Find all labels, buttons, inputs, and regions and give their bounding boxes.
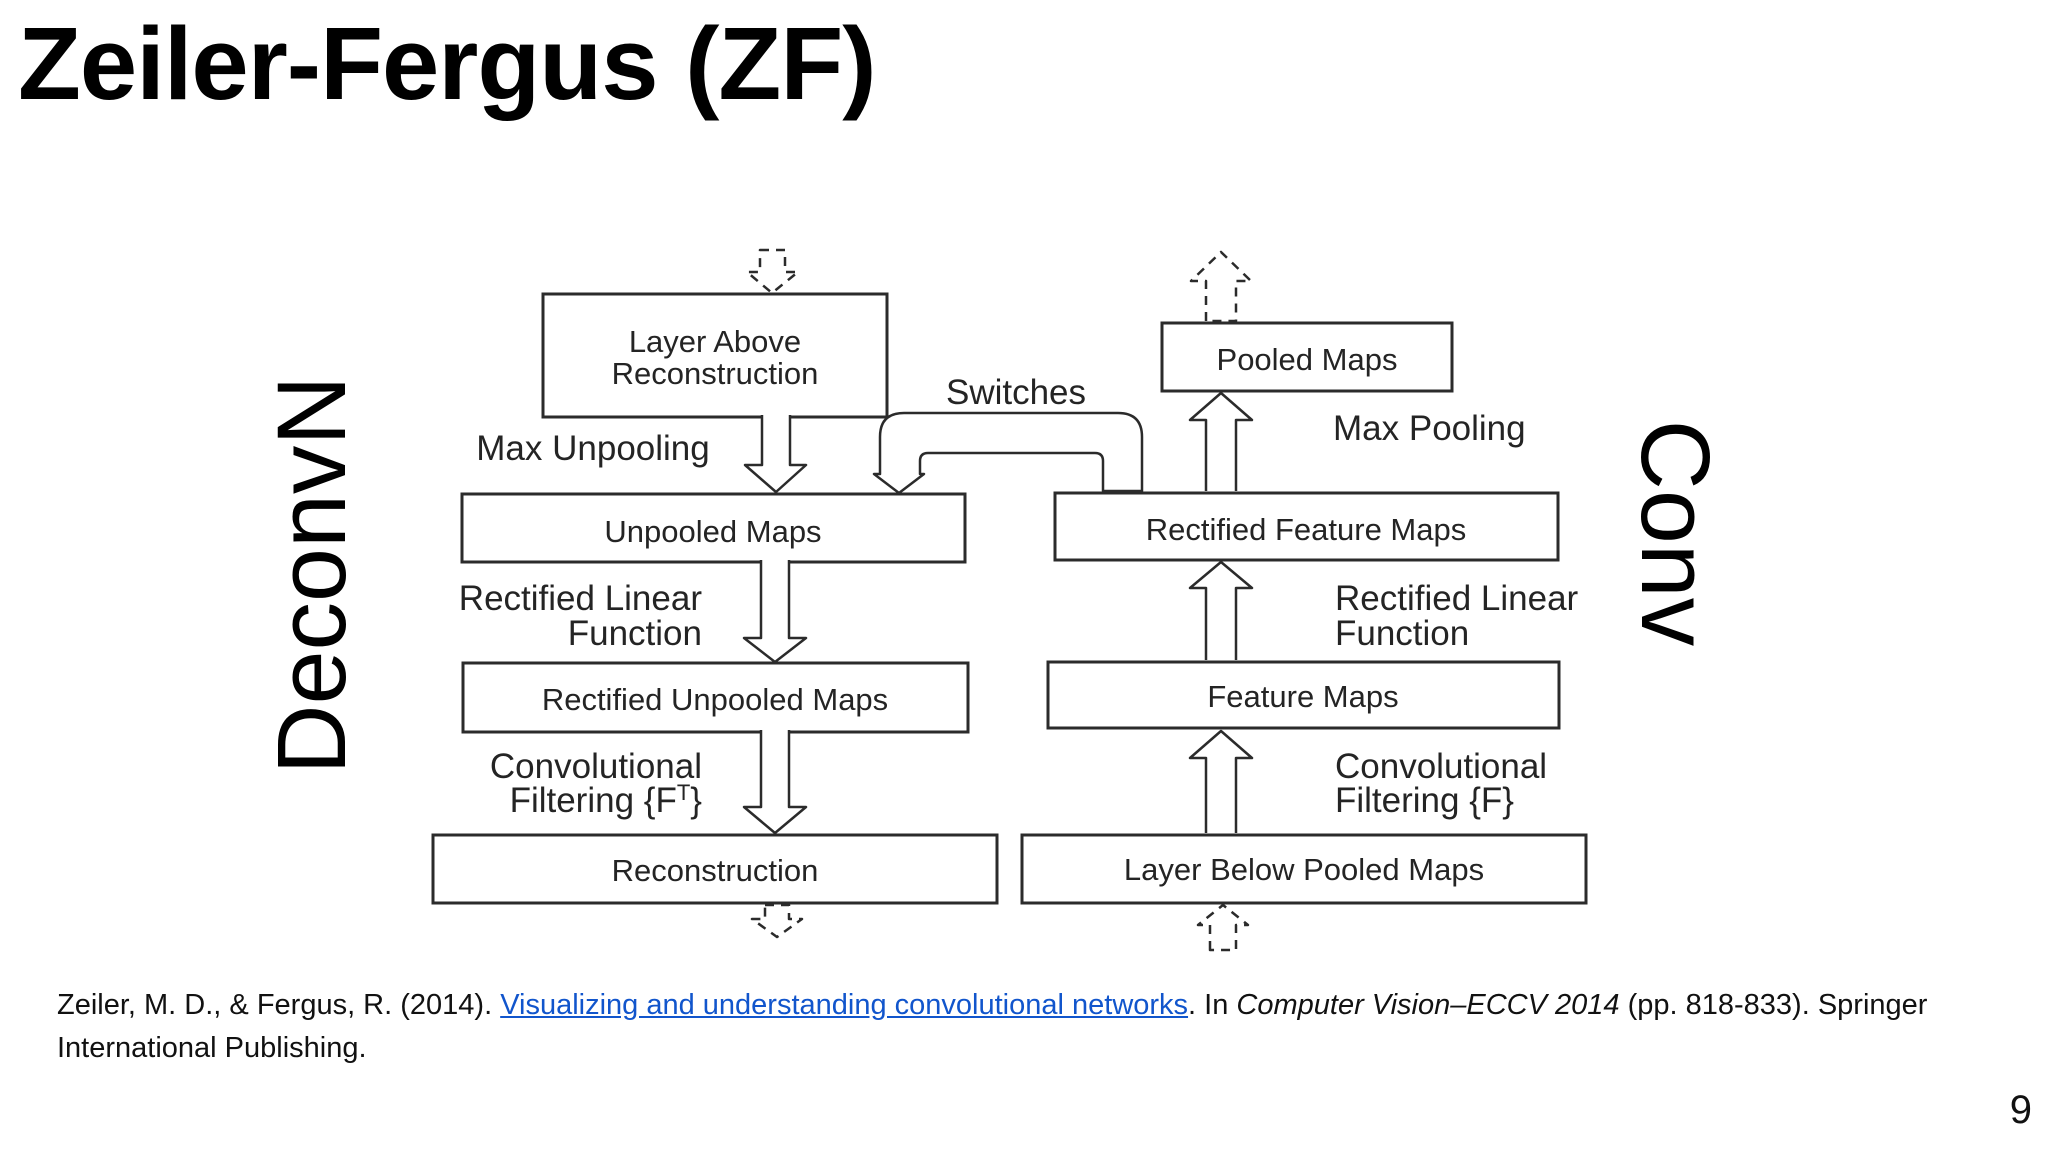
dashed-up-arrow-icon: [1189, 250, 1253, 323]
label-switches: Switches: [946, 373, 1086, 412]
deconvnet-track-label: DeconvN: [257, 376, 366, 775]
label-layer-above-line2: Reconstruction: [612, 356, 819, 391]
label-relu-right-line1: Rectified Linear: [1335, 579, 1579, 618]
citation: Zeiler, M. D., & Fergus, R. (2014). Visu…: [57, 984, 1929, 1070]
citation-authors: Zeiler, M. D., & Fergus, R. (2014).: [57, 989, 501, 1021]
box-reconstruction: [431, 833, 999, 905]
label-unpooled-maps: Unpooled Maps: [604, 514, 821, 549]
down-arrow-icon: [742, 730, 808, 835]
switches-connector: [872, 411, 1144, 495]
box-feature-maps: [1046, 660, 1561, 730]
label-max-pooling: Max Pooling: [1333, 409, 1526, 448]
label-feature-maps: Feature Maps: [1207, 679, 1398, 714]
label-relu-right-line2: Function: [1335, 614, 1469, 653]
filtering-ft-superscript: T: [677, 780, 690, 805]
filtering-ft-post: }: [690, 781, 702, 820]
citation-paper-link[interactable]: Visualizing and understanding convolutio…: [500, 989, 1189, 1021]
box-pooled-maps: [1160, 321, 1454, 393]
label-relu-left-line2: Function: [568, 614, 702, 653]
slide-title: Zeiler-Fergus (ZF): [18, 6, 877, 121]
down-arrow-icon: [743, 415, 808, 494]
label-max-unpooling: Max Unpooling: [476, 429, 709, 468]
label-conv-filtering-right-line2: Filtering {F}: [1335, 781, 1514, 820]
dashed-down-arrow-icon: [745, 248, 800, 295]
citation-venue: Computer Vision–ECCV 2014: [1236, 989, 1620, 1021]
box-layer-below-pooled-maps: [1020, 833, 1588, 905]
citation-publisher: (pp. 818-833). Springer International Pu…: [57, 989, 1928, 1064]
box-layer-above-reconstruction: [541, 292, 889, 419]
dashed-up-arrow-icon: [1196, 903, 1250, 952]
label-relu-left-line1: Rectified Linear: [459, 579, 703, 618]
down-arrow-icon: [742, 560, 808, 664]
label-rectified-unpooled-maps: Rectified Unpooled Maps: [542, 682, 888, 717]
label-conv-filtering-right-line1: Convolutional: [1335, 747, 1547, 786]
box-unpooled-maps: [460, 492, 967, 564]
box-rectified-feature-maps: [1053, 491, 1560, 562]
label-pooled-maps: Pooled Maps: [1217, 342, 1398, 377]
label-conv-filtering-left-line1: Convolutional: [490, 747, 702, 786]
up-arrow-icon: [1188, 391, 1254, 491]
label-rectified-feature-maps: Rectified Feature Maps: [1146, 512, 1466, 547]
label-reconstruction: Reconstruction: [612, 853, 819, 888]
label-layer-below-pooled-maps: Layer Below Pooled Maps: [1124, 852, 1484, 887]
citation-mid: . In: [1188, 989, 1237, 1021]
label-conv-filtering-left-line2: Filtering {FT}: [510, 780, 703, 820]
page-number: 9: [2009, 1088, 2032, 1132]
filtering-ft-pre: Filtering {F: [510, 781, 677, 820]
up-arrow-icon: [1188, 729, 1254, 833]
up-arrow-icon: [1188, 560, 1254, 660]
dashed-down-arrow-icon: [750, 903, 804, 939]
box-rectified-unpooled-maps: [461, 661, 970, 734]
conv-track-label: Conv: [1621, 420, 1730, 647]
label-layer-above-line1: Layer Above: [629, 324, 801, 359]
